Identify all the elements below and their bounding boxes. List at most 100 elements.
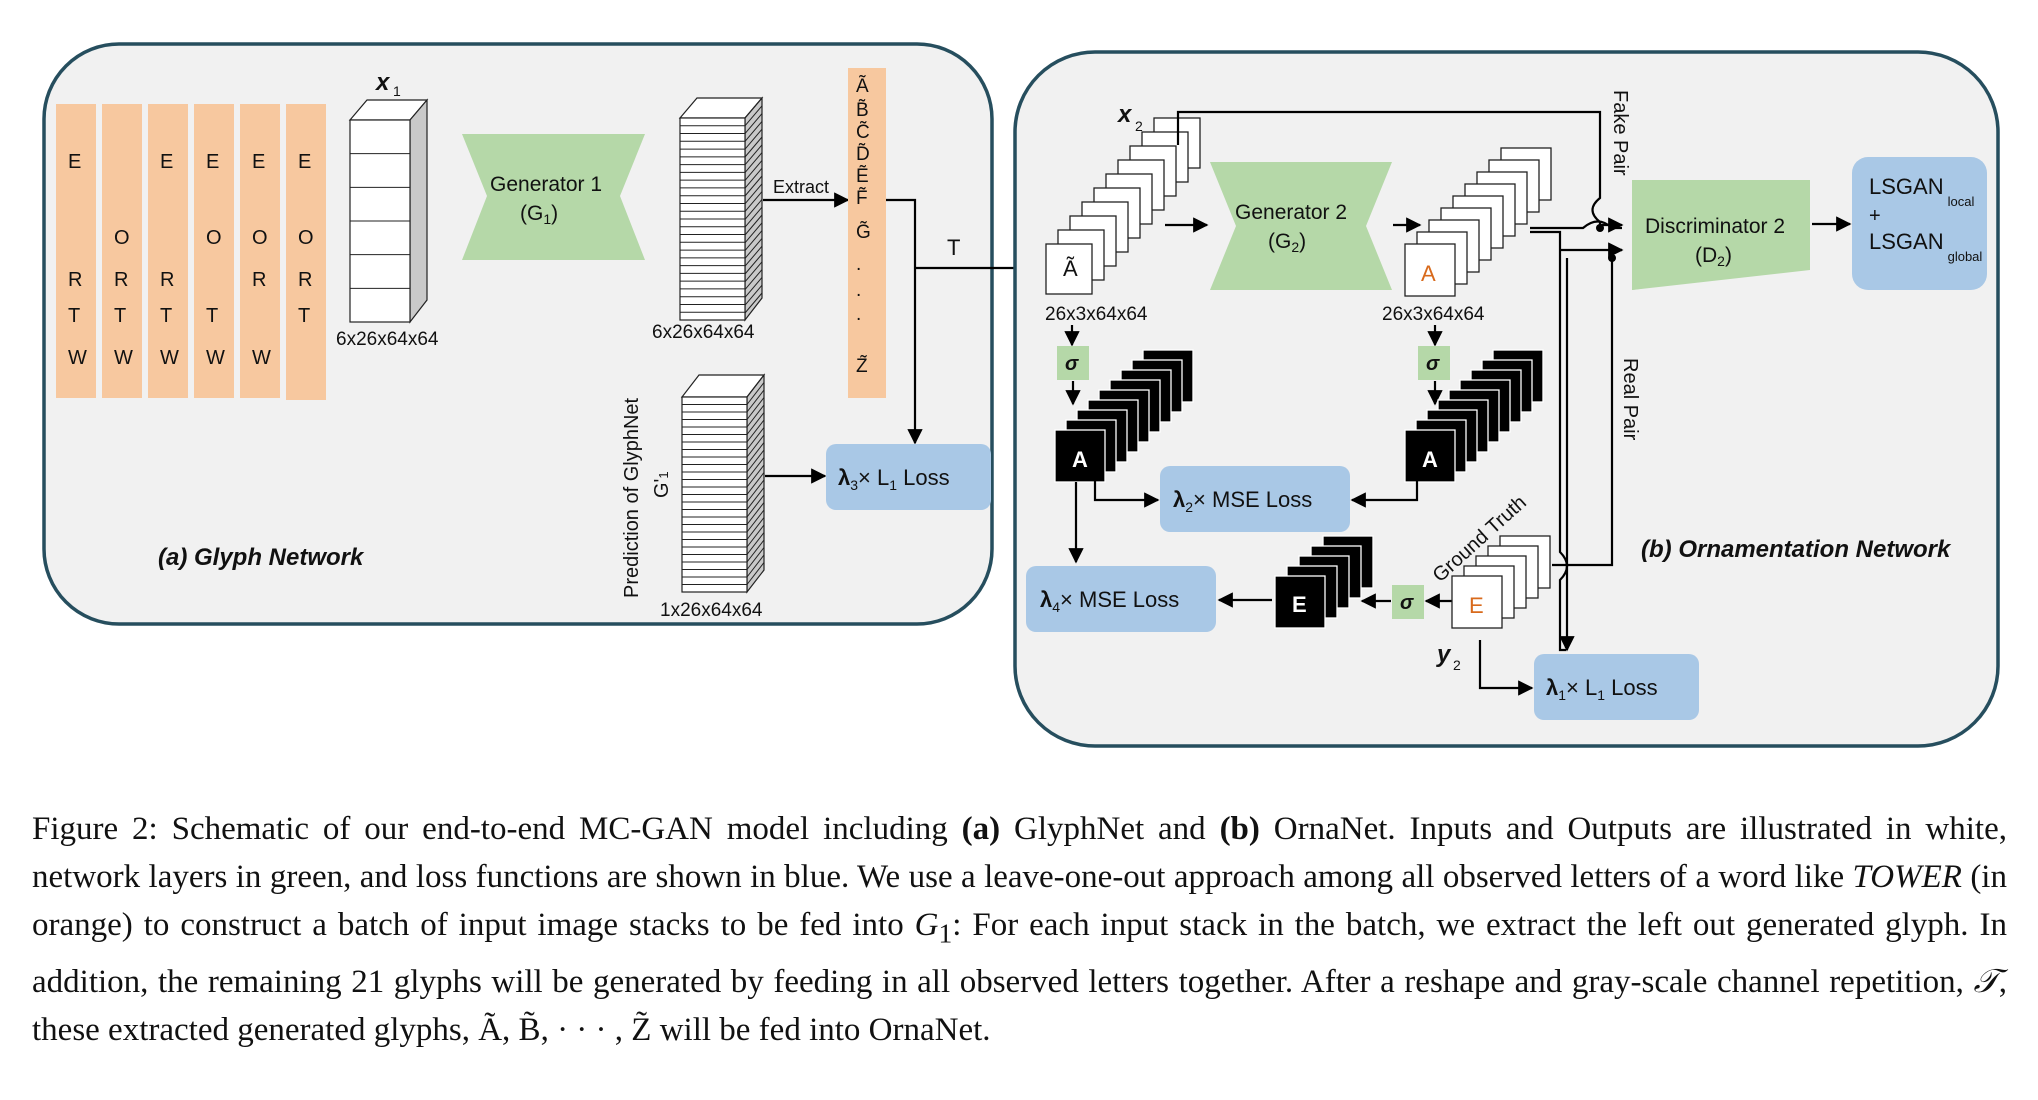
- input-column-letter: E: [298, 151, 311, 173]
- input-column: [240, 104, 280, 398]
- g2-front-glyph: A: [1421, 261, 1436, 286]
- lsgan-loss-box: [1852, 157, 1987, 290]
- input-column-letter: T: [206, 305, 218, 327]
- input-column-letter: W: [68, 347, 87, 369]
- extracted-glyph: F̃: [856, 187, 868, 209]
- caption-s4: : For each input stack in the batch, we …: [32, 907, 2007, 1000]
- extract-label: Extract: [773, 177, 829, 197]
- prediction-symbol: G'1: [651, 471, 673, 498]
- discriminator-2-shape: [1632, 180, 1810, 290]
- black-glyph-a-right: A: [1422, 447, 1438, 472]
- x1-input-stack: [348, 98, 429, 324]
- extracted-glyph: .: [856, 280, 861, 301]
- input-column-letter: E: [68, 151, 81, 173]
- caption-s2: OrnaNet. Inputs and Outputs are illustra…: [32, 811, 2007, 895]
- real-pair-junction: [1608, 254, 1616, 262]
- input-column: [148, 104, 188, 398]
- generator-2-label: Generator 2: [1235, 201, 1347, 224]
- input-column: [102, 104, 142, 398]
- sigma-left: σ: [1065, 353, 1079, 375]
- extracted-glyph: D̃: [856, 143, 870, 165]
- input-column-letter: W: [206, 347, 225, 369]
- caption-s5: , these extracted generated glyphs, Ã, B…: [32, 963, 2007, 1048]
- glyph-network-title: (a) Glyph Network: [158, 544, 365, 571]
- extracted-glyph: G̃: [856, 221, 871, 243]
- lsgan-plus: +: [1869, 205, 1881, 227]
- input-column-letter: T: [114, 305, 126, 327]
- g2-dims: 26x3x64x64: [1382, 304, 1485, 325]
- x1-dims: 6x26x64x64: [336, 329, 439, 350]
- l1-loss-lambda1-box: [1534, 654, 1699, 720]
- extracted-glyph: Ẽ: [856, 165, 869, 187]
- input-column-letter: W: [252, 347, 271, 369]
- input-column-letter: O: [298, 227, 314, 249]
- l1-loss-lambda3-label: λ3× L1 Loss: [838, 465, 950, 493]
- extracted-glyph-list: ÃB̃C̃D̃ẼF̃G̃...Z̃: [856, 75, 871, 377]
- input-column-letter: O: [252, 227, 268, 249]
- generator-1-label: Generator 1: [490, 173, 602, 196]
- extracted-glyph: B̃: [856, 99, 869, 121]
- extracted-glyph: .: [856, 304, 861, 325]
- prediction-dims: 1x26x64x64: [660, 600, 763, 621]
- sigma-right: σ: [1426, 353, 1440, 375]
- input-column-letter: R: [252, 269, 266, 291]
- caption-a: (a): [961, 811, 1001, 847]
- input-column-letter: E: [160, 151, 173, 173]
- black-glyph-e: E: [1292, 592, 1307, 617]
- black-stack-generated-a: [1054, 349, 1194, 483]
- lsgan-local: LSGANlocal: [1869, 174, 1974, 209]
- x2-dims: 26x3x64x64: [1045, 304, 1148, 325]
- fake-pair-junction: [1596, 224, 1604, 232]
- caption-s1: GlyphNet and: [1000, 811, 1220, 847]
- x2-subscript: 2: [1135, 118, 1143, 134]
- generator-1-shape: [462, 134, 645, 260]
- lsgan-global: LSGANglobal: [1869, 229, 1982, 264]
- input-column-letter: R: [160, 269, 174, 291]
- glyphnet-prediction-stack: [680, 373, 766, 594]
- input-column-letter: T: [160, 305, 172, 327]
- caption-b: (b): [1219, 811, 1260, 847]
- discriminator-2-label: Discriminator 2: [1645, 215, 1785, 238]
- input-column-letter: W: [114, 347, 133, 369]
- extracted-glyphs-strip: [848, 68, 886, 398]
- generator-1-output-dims: 6x26x64x64: [652, 322, 755, 343]
- extracted-glyph: Ã: [856, 75, 869, 97]
- sigma-bottom: σ: [1400, 592, 1414, 614]
- mse-loss-lambda4-label: λ4× MSE Loss: [1040, 587, 1179, 615]
- mse-loss-lambda2-label: λ2× MSE Loss: [1173, 487, 1312, 515]
- caption-tower: TOWER: [1852, 859, 1962, 895]
- extracted-glyph: Z̃: [856, 355, 868, 377]
- y2-label: y: [1436, 641, 1452, 668]
- generator-1-sub: (G1): [520, 202, 558, 227]
- generator-1-output-stack: [678, 96, 764, 322]
- sigma-box-right: [1418, 346, 1450, 380]
- generator-2-output-stack: [1404, 147, 1552, 297]
- input-column-letter: R: [68, 269, 82, 291]
- input-column-letter: O: [206, 227, 222, 249]
- transform-label: T: [947, 235, 960, 260]
- caption-g1: G: [914, 907, 939, 943]
- extracted-glyph: .: [856, 254, 861, 275]
- caption-tau: 𝒯: [1973, 963, 1999, 1000]
- input-column-letter: E: [252, 151, 265, 173]
- mse-loss-lambda4-box: [1026, 566, 1216, 632]
- sigma-box-left: [1057, 346, 1089, 380]
- caption-g1-idx: 1: [938, 917, 953, 949]
- ornamentation-network-title: (b) Ornamentation Network: [1641, 536, 1952, 563]
- black-stack-e: [1274, 535, 1374, 629]
- x2-front-glyph: Ã: [1063, 256, 1078, 281]
- input-column: [194, 104, 234, 398]
- l1-loss-lambda1-label: λ1× L1 Loss: [1546, 675, 1658, 703]
- ground-truth-stack: [1451, 535, 1551, 629]
- fake-pair-label: Fake Pair: [1609, 90, 1631, 176]
- generator-2: [1210, 162, 1392, 290]
- input-column: [286, 104, 326, 400]
- input-column: [56, 104, 96, 398]
- sigma-box-bottom: [1392, 585, 1424, 619]
- x1-label: x: [374, 69, 391, 96]
- caption-lead: Figure 2: Schematic of our end-to-end MC…: [32, 811, 962, 847]
- x1-subscript: 1: [393, 83, 401, 99]
- input-column-letter: R: [114, 269, 128, 291]
